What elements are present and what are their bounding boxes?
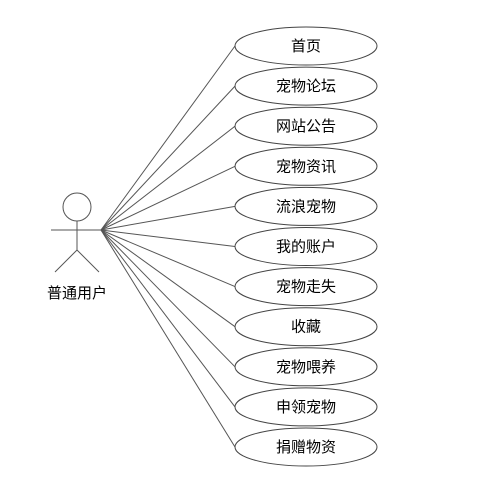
use-case-label: 宠物论坛 — [276, 77, 336, 95]
use-case-favorites: 收藏 — [234, 307, 378, 347]
use-case-label: 捐赠物资 — [276, 438, 336, 456]
use-case-ellipse — [234, 307, 378, 347]
association-line-lost-pets — [100, 229, 236, 288]
use-case-label: 宠物喂养 — [276, 358, 336, 376]
use-case-ellipse — [234, 227, 378, 266]
association-lines — [100, 45, 236, 448]
use-case-label: 我的账户 — [276, 238, 336, 256]
association-line-favorites — [100, 229, 236, 328]
association-line-pet-forum — [100, 85, 236, 231]
use-case-label: 收藏 — [291, 318, 321, 336]
association-line-donate-supplies — [100, 229, 236, 448]
association-line-home — [100, 45, 236, 231]
use-case-pet-forum: 宠物论坛 — [234, 66, 378, 106]
use-case-label: 申领宠物 — [276, 398, 336, 416]
association-line-my-account — [100, 229, 236, 247]
use-case-pet-news: 宠物资讯 — [234, 146, 378, 186]
actor-label: 普通用户 — [47, 284, 107, 302]
use-case-my-account: 我的账户 — [234, 227, 378, 266]
use-case-label: 宠物资讯 — [276, 157, 336, 175]
use-case-ellipse — [234, 427, 378, 467]
actor-head — [62, 192, 92, 222]
use-case-ellipse — [234, 26, 378, 66]
use-case-donate-supplies: 捐赠物资 — [234, 427, 378, 467]
use-case-ellipse — [234, 347, 378, 387]
use-case-ellipse — [234, 66, 378, 106]
use-case-ellipse — [234, 186, 378, 226]
use-case-lost-pets: 宠物走失 — [234, 267, 378, 307]
use-case-label: 宠物走失 — [276, 278, 336, 296]
actor-right-leg — [76, 249, 100, 273]
association-line-pet-news — [100, 165, 236, 231]
use-case-ellipse — [234, 267, 378, 307]
association-line-stray-pets — [100, 205, 236, 231]
use-case-home: 首页 — [234, 26, 378, 66]
use-case-ellipse — [234, 146, 378, 186]
actor-left-leg — [54, 249, 78, 273]
use-case-adopt-pet: 申领宠物 — [234, 387, 378, 427]
use-case-stray-pets: 流浪宠物 — [234, 186, 378, 226]
use-case-ellipse — [234, 106, 378, 146]
association-line-pet-feeding — [100, 229, 236, 368]
association-line-adopt-pet — [100, 229, 236, 408]
use-case-pet-feeding: 宠物喂养 — [234, 347, 378, 387]
use-case-label: 流浪宠物 — [276, 197, 336, 215]
actor: 普通用户 — [47, 192, 107, 302]
use-case-label: 网站公告 — [276, 117, 336, 135]
association-line-site-announcement — [100, 125, 236, 231]
use-case-site-announcement: 网站公告 — [234, 106, 378, 146]
use-case-ellipse — [234, 387, 378, 427]
use-case-label: 首页 — [291, 37, 321, 55]
